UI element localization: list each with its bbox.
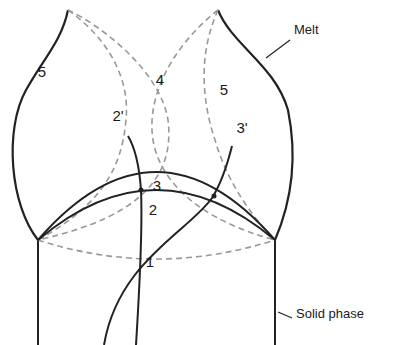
region-number: 3 — [153, 178, 161, 195]
region-number: 5 — [220, 82, 228, 99]
junction-dot — [139, 188, 144, 193]
interface-arc — [38, 172, 275, 240]
region-number: 4 — [156, 72, 164, 89]
leader-line — [266, 40, 290, 58]
region-number: 5 — [38, 64, 46, 81]
grain-outline — [218, 10, 292, 240]
leader-line — [278, 312, 292, 318]
solid-wall — [274, 240, 276, 345]
phase-label: Melt — [294, 23, 319, 37]
grain-boundary — [128, 136, 142, 345]
dashed-outlines — [38, 10, 275, 259]
solid-wall — [37, 240, 39, 345]
grain-outline — [13, 10, 68, 240]
region-number: 2 — [149, 202, 157, 219]
interface-arc — [38, 190, 275, 240]
region-number: 3' — [236, 120, 247, 137]
junction-dot — [212, 194, 217, 199]
region-number: 1 — [146, 254, 154, 271]
phase-label: Solid phase — [296, 307, 364, 321]
grain-boundary — [104, 146, 232, 345]
region-number: 2' — [112, 108, 123, 125]
